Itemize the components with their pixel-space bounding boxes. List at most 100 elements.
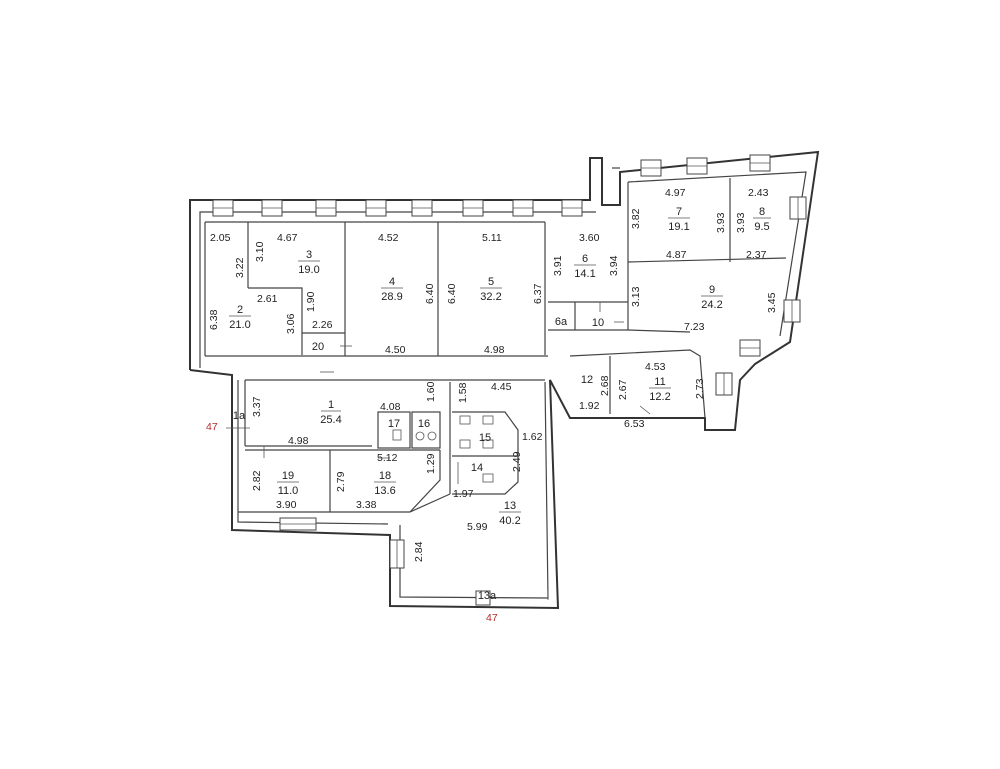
room-6: 6 14.1 <box>574 253 596 280</box>
dim: 2.26 <box>312 319 333 331</box>
dim: 2.43 <box>748 187 769 199</box>
label-17: 17 <box>388 418 400 430</box>
room-number: 8 <box>759 206 765 218</box>
room-3: 3 19.0 <box>298 249 320 276</box>
dim: 4.97 <box>665 187 686 199</box>
room-number: 2 <box>237 304 243 316</box>
dim: 6.38 <box>208 309 220 330</box>
room-7: 7 19.1 <box>668 206 690 233</box>
dimensions: 2.05 4.67 4.52 5.11 3.60 4.97 2.43 2.61 … <box>210 187 769 533</box>
room-number: 13 <box>504 500 516 512</box>
dim: 1.58 <box>457 382 469 403</box>
dim: 2.79 <box>335 471 347 492</box>
room-13: 13 40.2 <box>499 500 521 527</box>
dim: 6.40 <box>446 283 458 304</box>
dim: 3.38 <box>356 499 377 511</box>
room-9: 9 24.2 <box>701 284 723 311</box>
dim: 5.11 <box>482 232 502 244</box>
dim: 4.52 <box>378 232 399 244</box>
mark-left: 47 <box>206 421 218 433</box>
dim: 3.37 <box>251 396 263 417</box>
dim: 3.13 <box>630 286 642 307</box>
room-area: 19.1 <box>668 221 689 233</box>
dim: 4.53 <box>645 361 666 373</box>
dim: 2.73 <box>694 378 706 399</box>
room-number: 9 <box>709 284 715 296</box>
dim: 7.23 <box>684 321 705 333</box>
label-12: 12 <box>581 374 593 386</box>
label-10: 10 <box>592 317 604 329</box>
dim: 4.98 <box>288 435 309 447</box>
dim: 2.49 <box>511 451 523 472</box>
room-2: 2 21.0 <box>229 304 251 331</box>
dim: 4.87 <box>666 249 687 261</box>
dim: 1.92 <box>579 400 600 412</box>
room-4: 4 28.9 <box>381 276 403 303</box>
dim: 4.50 <box>385 344 406 356</box>
dim: 6.53 <box>624 418 645 430</box>
room-number: 5 <box>488 276 494 288</box>
dim: 3.10 <box>254 241 266 262</box>
room-area: 21.0 <box>229 319 250 331</box>
room-number: 3 <box>306 249 312 261</box>
room-area: 28.9 <box>381 291 402 303</box>
room-19: 19 11.0 <box>277 470 299 497</box>
door-marks <box>226 302 651 600</box>
room-1: 1 25.4 <box>320 399 341 426</box>
room-18: 18 13.6 <box>374 470 396 497</box>
dim: 3.45 <box>766 292 778 313</box>
dim: 1.29 <box>425 453 437 474</box>
dim: 2.67 <box>617 379 629 400</box>
red-marks: 47 47 <box>206 421 498 624</box>
room-number: 1 <box>328 399 334 411</box>
dim: 3.90 <box>276 499 297 511</box>
room-5: 5 32.2 <box>480 276 502 303</box>
dim: 2.05 <box>210 232 231 244</box>
room-area: 12.2 <box>649 391 670 403</box>
label-15: 15 <box>479 432 491 444</box>
label-20: 20 <box>312 341 324 353</box>
dim: 3.93 <box>715 212 727 233</box>
dim: 2.61 <box>257 293 278 305</box>
dim: 2.84 <box>413 541 425 562</box>
dim: 6.40 <box>424 283 436 304</box>
room-number: 11 <box>654 376 665 388</box>
room-number: 6 <box>582 253 588 265</box>
windows <box>212 154 807 606</box>
dim: 4.98 <box>484 344 505 356</box>
dim: 3.93 <box>735 212 747 233</box>
fixtures <box>392 415 494 484</box>
dim: 3.60 <box>579 232 600 244</box>
room-area: 32.2 <box>480 291 501 303</box>
dim: 3.94 <box>608 255 620 276</box>
room-number: 18 <box>379 470 391 482</box>
dimensions-vertical: 3.22 3.10 1.90 6.38 3.06 6.40 6.40 6.37 … <box>208 208 778 562</box>
dim: 1.60 <box>425 381 437 402</box>
dim: 5.99 <box>467 521 488 533</box>
small-room-labels: 6a 10 12 14 15 16 17 20 1a 13a <box>233 316 604 602</box>
room-area: 19.0 <box>298 264 319 276</box>
label-1a: 1a <box>233 410 246 422</box>
room-labels: 1 25.4 2 21.0 3 19.0 4 28.9 5 32.2 6 14.… <box>229 206 771 527</box>
dim: 1.97 <box>453 488 474 500</box>
dim: 3.06 <box>285 313 297 334</box>
room-number: 4 <box>389 276 395 288</box>
dim: 3.91 <box>552 255 564 276</box>
dim: 4.45 <box>491 381 512 393</box>
room-area: 40.2 <box>499 515 520 527</box>
dim: 4.67 <box>277 232 298 244</box>
room-number: 7 <box>676 206 682 218</box>
label-14: 14 <box>471 462 483 474</box>
room-area: 24.2 <box>701 299 722 311</box>
label-16: 16 <box>418 418 430 430</box>
room-area: 11.0 <box>278 485 299 497</box>
room-8: 8 9.5 <box>753 206 771 233</box>
dim: 1.90 <box>305 291 317 312</box>
dim: 2.37 <box>746 249 767 261</box>
mark-bottom: 47 <box>486 612 498 624</box>
dim: 3.22 <box>234 257 246 278</box>
interior-walls <box>204 178 787 513</box>
label-6a: 6a <box>555 316 568 328</box>
room-number: 19 <box>282 470 294 482</box>
